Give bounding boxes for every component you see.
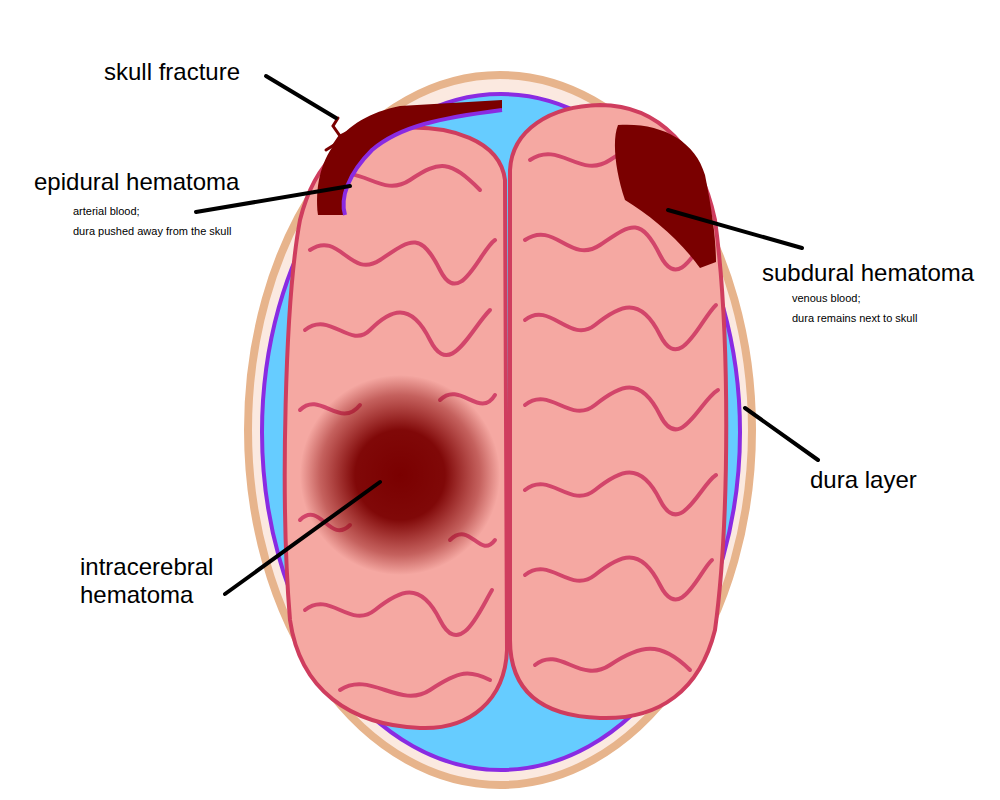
intracerebral-hematoma (300, 375, 500, 575)
part-label: intracerebral hematoma (80, 553, 245, 608)
epidural-hematoma (317, 100, 502, 215)
left-hemisphere (285, 128, 507, 728)
note-text: dura pushed away from the skull (73, 225, 231, 238)
note-text: arterial blood; (73, 205, 140, 218)
note-text: dura remains next to skull (792, 312, 917, 325)
displaced-dura (344, 110, 502, 215)
leader-line (225, 482, 380, 594)
part-label: subdural hematoma (762, 259, 974, 287)
part-label: dura layer (810, 466, 917, 494)
leader-line (745, 408, 818, 460)
right-hemisphere (510, 105, 726, 718)
part-label: skull fracture (104, 58, 240, 86)
note-text: venous blood; (792, 292, 861, 305)
skull-fracture-crack (326, 118, 348, 158)
dura-csf (262, 94, 740, 770)
part-label: epidural hematoma (34, 168, 239, 196)
skull (248, 75, 752, 785)
leader-line (668, 210, 802, 248)
leader-lines (196, 76, 818, 594)
leader-line (266, 76, 336, 118)
gyri (300, 147, 718, 696)
subdural-hematoma (615, 125, 716, 268)
